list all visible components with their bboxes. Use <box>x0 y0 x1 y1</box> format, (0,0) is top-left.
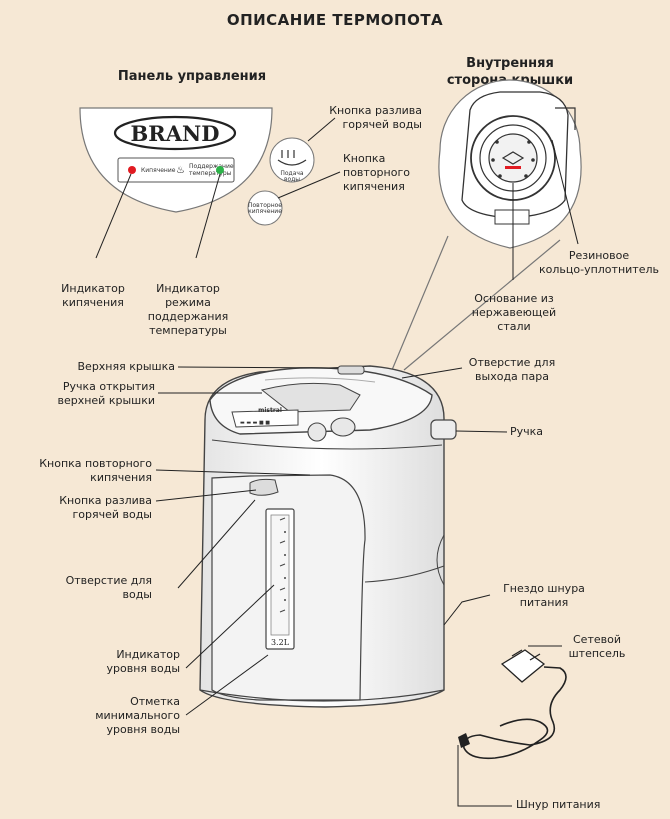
hot-water-button <box>330 417 356 437</box>
kettle-symbol-icon: ♨ <box>176 165 185 176</box>
reboil-button <box>307 422 327 442</box>
label-power-cord: Шнур питания <box>516 798 601 811</box>
water-outlet <box>249 478 279 496</box>
svg-text:▬ ▬ ▬ ■ ■: ▬ ▬ ▬ ■ ■ <box>240 420 270 426</box>
boil-indicator-text: Кипячение <box>141 167 176 174</box>
power-cord <box>458 649 567 760</box>
side-handle <box>430 419 457 440</box>
svg-text:кипячение: кипячение <box>248 208 282 215</box>
svg-text:Повторное: Повторное <box>248 202 282 209</box>
lid-handle <box>337 365 365 375</box>
boil-indicator-light <box>128 166 136 174</box>
hot-water-button-illustration: Подача воды <box>269 137 315 183</box>
brand-logo: BRAND <box>113 115 237 151</box>
svg-text:воды: воды <box>284 176 300 183</box>
brand-text: BRAND <box>131 121 220 146</box>
thermopot-body: mistral ▬ ▬ ▬ ■ ■ 3.2L <box>199 365 457 708</box>
steel-base <box>488 133 538 183</box>
svg-text:Подача: Подача <box>280 170 304 177</box>
model-text: mistral <box>258 407 282 414</box>
svg-text:Поддержание: Поддержание <box>189 163 234 170</box>
label-top-lid: Верхняя крышка <box>77 360 176 373</box>
svg-text:температуры: температуры <box>189 170 232 177</box>
keep-warm-indicator-light <box>216 166 224 174</box>
heading-control-panel: Панель управления <box>117 69 267 84</box>
leader-lines <box>95 117 579 807</box>
label-handle: Ручка <box>510 425 544 438</box>
lid-inner-view <box>438 79 582 249</box>
reboil-button-illustration: Повторное кипячение <box>247 190 283 226</box>
page-title: ОПИСАНИЕ ТЕРМОПОТА <box>226 11 444 29</box>
control-panel: BRAND Кипячение ♨ Поддержание температур… <box>79 107 273 213</box>
capacity-text: 3.2L <box>271 638 290 647</box>
